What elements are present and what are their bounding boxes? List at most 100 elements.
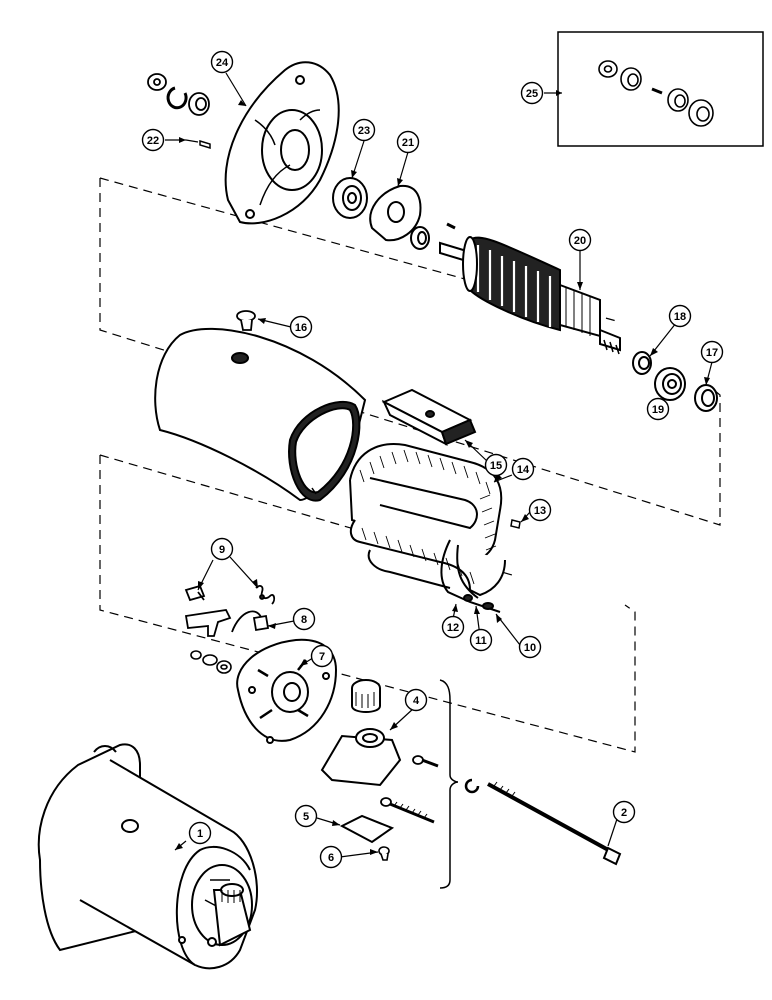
part-9-brush-springs xyxy=(184,584,276,605)
callout-13: 13 xyxy=(528,498,552,522)
callout-5: 5 xyxy=(294,804,318,828)
part-2-through-bolt xyxy=(464,778,622,866)
callout-23: 23 xyxy=(352,118,376,142)
part-10-11-12-leads xyxy=(440,539,501,613)
callout-label: 11 xyxy=(475,635,487,647)
callout-label: 18 xyxy=(674,311,686,323)
part-22-screw xyxy=(185,139,211,150)
callout-label: 10 xyxy=(524,642,536,654)
group-outline-brush xyxy=(99,454,636,753)
part-13-small-pin xyxy=(510,519,521,529)
callout-circle xyxy=(646,397,670,421)
callout-circle xyxy=(612,800,636,824)
callout-circle xyxy=(352,118,376,142)
callout-14: 14 xyxy=(511,457,535,481)
hardware-nut-washer-set xyxy=(147,73,210,116)
callout-circle xyxy=(668,304,692,328)
callout-circle xyxy=(396,130,420,154)
part-8-brush-holder xyxy=(184,609,270,637)
callout-label: 17 xyxy=(706,347,718,359)
part-7-end-plate xyxy=(236,638,338,744)
callout-21: 21 xyxy=(396,130,420,154)
callout-circle xyxy=(210,50,234,74)
callout-circle xyxy=(188,821,212,845)
callout-circle xyxy=(289,315,313,339)
part-17-washer xyxy=(694,384,718,412)
callout-label: 14 xyxy=(517,464,530,476)
callout-label: 21 xyxy=(402,137,414,149)
callout-label: 20 xyxy=(574,235,586,247)
part-16-screw xyxy=(236,310,256,331)
part-6-screw xyxy=(378,846,390,861)
callout-label: 7 xyxy=(319,651,325,663)
part-18-washer xyxy=(632,351,652,375)
callout-circle xyxy=(310,644,334,668)
callout-2: 2 xyxy=(612,800,636,824)
part-15-pole-shoe xyxy=(381,388,477,447)
callout-label: 25 xyxy=(526,88,538,100)
part-armature-washer xyxy=(410,222,456,250)
callout-label: 5 xyxy=(303,811,309,823)
callout-circle xyxy=(292,607,316,631)
part-23-bearing xyxy=(332,177,368,219)
callout-circle xyxy=(294,804,318,828)
callout-circle xyxy=(528,498,552,522)
callout-25: 25 xyxy=(520,81,544,105)
part-24-drive-end-housing xyxy=(224,61,340,225)
callout-19: 19 xyxy=(646,397,670,421)
callout-7: 7 xyxy=(310,644,334,668)
part-1-assembled-starter xyxy=(37,743,259,970)
callout-circle xyxy=(484,453,508,477)
brace-group-indicator xyxy=(439,679,459,889)
part-21-plate xyxy=(369,184,422,242)
callout-label: 9 xyxy=(219,544,225,556)
callout-10: 10 xyxy=(518,635,542,659)
callout-22: 22 xyxy=(141,128,165,152)
part-frame-yoke xyxy=(154,327,367,502)
callout-label: 15 xyxy=(490,460,502,472)
callout-6: 6 xyxy=(319,845,343,869)
callout-circle xyxy=(511,457,535,481)
callout-1: 1 xyxy=(188,821,212,845)
part-4-solenoid xyxy=(320,679,402,787)
part-14-field-coils xyxy=(349,443,506,597)
callout-circle xyxy=(518,635,542,659)
callout-label: 6 xyxy=(328,852,334,864)
callout-circle xyxy=(568,228,592,252)
callout-label: 23 xyxy=(358,125,370,137)
callout-8: 8 xyxy=(292,607,316,631)
callout-circle xyxy=(404,688,428,712)
callout-circle xyxy=(319,845,343,869)
callout-16: 16 xyxy=(289,315,313,339)
callout-circle xyxy=(441,615,465,639)
callout-label: 8 xyxy=(301,614,307,626)
callout-label: 22 xyxy=(147,135,159,147)
callout-circle xyxy=(520,81,544,105)
callout-4: 4 xyxy=(404,688,428,712)
inset-box-bearing-kit xyxy=(544,31,764,147)
callout-label: 16 xyxy=(295,322,307,334)
hardware-nuts-brush xyxy=(190,650,232,674)
hardware-solenoid-bolts xyxy=(380,755,439,824)
callout-15: 15 xyxy=(484,453,508,477)
part-20-armature xyxy=(439,236,621,355)
callout-label: 1 xyxy=(197,828,203,840)
callout-18: 18 xyxy=(668,304,692,328)
callout-circle xyxy=(469,628,493,652)
callout-label: 24 xyxy=(216,57,229,69)
callout-circle xyxy=(700,340,724,364)
callout-circle xyxy=(210,537,234,561)
callout-label: 4 xyxy=(413,695,420,707)
callout-label: 13 xyxy=(534,505,546,517)
leader-arrowheads xyxy=(175,100,710,855)
part-19-bearing xyxy=(654,367,686,401)
callout-label: 19 xyxy=(652,404,664,416)
callout-12: 12 xyxy=(441,615,465,639)
part-5-gasket xyxy=(339,814,395,844)
callout-label: 2 xyxy=(621,807,627,819)
callout-circle xyxy=(141,128,165,152)
callout-label: 12 xyxy=(447,622,459,634)
callout-24: 24 xyxy=(210,50,234,74)
